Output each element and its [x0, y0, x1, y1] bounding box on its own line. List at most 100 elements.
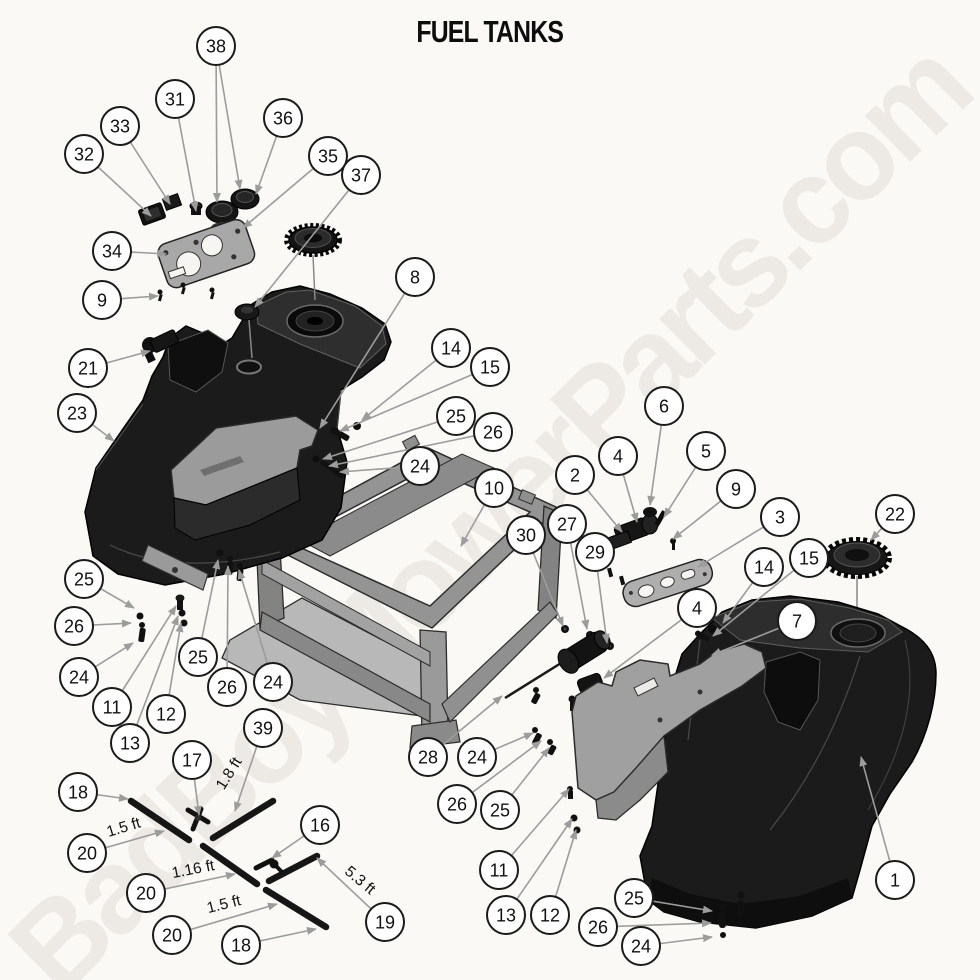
callout-9[interactable]: 9	[82, 280, 122, 320]
callout-13[interactable]: 13	[486, 895, 526, 935]
callout-12[interactable]: 12	[530, 895, 570, 935]
callout-20[interactable]: 20	[126, 873, 166, 913]
callout-18[interactable]: 18	[58, 772, 98, 812]
callout-10[interactable]: 10	[474, 468, 514, 508]
callout-11[interactable]: 11	[92, 687, 132, 727]
callout-circle[interactable]	[196, 26, 236, 66]
callout-circle[interactable]	[875, 494, 915, 534]
callout-3[interactable]: 3	[760, 497, 800, 537]
callout-circle[interactable]	[789, 538, 829, 578]
callout-14[interactable]: 14	[744, 547, 784, 587]
callout-circle[interactable]	[221, 925, 261, 965]
callout-33[interactable]: 33	[100, 106, 140, 146]
callout-11[interactable]: 11	[479, 850, 519, 890]
callout-circle[interactable]	[614, 878, 654, 918]
callout-25[interactable]: 25	[480, 790, 520, 830]
callout-26[interactable]: 26	[54, 606, 94, 646]
callout-circle[interactable]	[155, 79, 195, 119]
callout-36[interactable]: 36	[263, 98, 303, 138]
callout-20[interactable]: 20	[67, 833, 107, 873]
callout-30[interactable]: 30	[506, 515, 546, 555]
callout-circle[interactable]	[341, 155, 381, 195]
callout-4[interactable]: 4	[598, 436, 638, 476]
callout-circle[interactable]	[436, 396, 476, 436]
callout-1[interactable]: 1	[875, 860, 915, 900]
callout-circle[interactable]	[395, 257, 435, 297]
callout-24[interactable]: 24	[400, 446, 440, 486]
callout-26[interactable]: 26	[473, 412, 513, 452]
callout-15[interactable]: 15	[789, 538, 829, 578]
callout-circle[interactable]	[126, 873, 166, 913]
callout-circle[interactable]	[479, 850, 519, 890]
callout-circle[interactable]	[54, 606, 94, 646]
callout-circle[interactable]	[178, 637, 218, 677]
callout-34[interactable]: 34	[92, 231, 132, 271]
callout-19[interactable]: 19	[365, 902, 405, 942]
callout-25[interactable]: 25	[436, 396, 476, 436]
callout-18[interactable]: 18	[221, 925, 261, 965]
callout-37[interactable]: 37	[341, 155, 381, 195]
callout-circle[interactable]	[400, 446, 440, 486]
callout-circle[interactable]	[875, 860, 915, 900]
callout-20[interactable]: 20	[152, 915, 192, 955]
callout-circle[interactable]	[547, 504, 587, 544]
callout-circle[interactable]	[644, 386, 684, 426]
callout-circle[interactable]	[146, 694, 186, 734]
callout-circle[interactable]	[68, 348, 108, 388]
callout-circle[interactable]	[152, 915, 192, 955]
callout-circle[interactable]	[716, 469, 756, 509]
callout-32[interactable]: 32	[64, 134, 104, 174]
callout-circle[interactable]	[92, 687, 132, 727]
callout-21[interactable]: 21	[68, 348, 108, 388]
callout-circle[interactable]	[621, 926, 661, 966]
callout-circle[interactable]	[408, 737, 448, 777]
callout-circle[interactable]	[58, 772, 98, 812]
callout-29[interactable]: 29	[575, 532, 615, 572]
callout-26[interactable]: 26	[578, 907, 618, 947]
callout-25[interactable]: 25	[178, 637, 218, 677]
callout-25[interactable]: 25	[64, 559, 104, 599]
callout-circle[interactable]	[457, 737, 497, 777]
callout-28[interactable]: 28	[408, 737, 448, 777]
callout-23[interactable]: 23	[57, 393, 97, 433]
callout-circle[interactable]	[437, 784, 477, 824]
callout-2[interactable]: 2	[555, 455, 595, 495]
callout-24[interactable]: 24	[59, 657, 99, 697]
callout-35[interactable]: 35	[308, 136, 348, 176]
callout-circle[interactable]	[744, 547, 784, 587]
callout-circle[interactable]	[677, 588, 717, 628]
callout-circle[interactable]	[473, 412, 513, 452]
callout-circle[interactable]	[172, 740, 212, 780]
callout-circle[interactable]	[253, 662, 293, 702]
callout-circle[interactable]	[64, 559, 104, 599]
callout-circle[interactable]	[686, 431, 726, 471]
callout-circle[interactable]	[100, 106, 140, 146]
callout-circle[interactable]	[777, 601, 817, 641]
callout-circle[interactable]	[486, 895, 526, 935]
callout-26[interactable]: 26	[207, 667, 247, 707]
callout-31[interactable]: 31	[155, 79, 195, 119]
callout-circle[interactable]	[474, 468, 514, 508]
callout-5[interactable]: 5	[686, 431, 726, 471]
callout-24[interactable]: 24	[457, 737, 497, 777]
callout-8[interactable]: 8	[395, 257, 435, 297]
callout-circle[interactable]	[431, 328, 471, 368]
callout-12[interactable]: 12	[146, 694, 186, 734]
callout-circle[interactable]	[760, 497, 800, 537]
callout-24[interactable]: 24	[621, 926, 661, 966]
callout-circle[interactable]	[243, 708, 283, 748]
callout-circle[interactable]	[82, 280, 122, 320]
callout-27[interactable]: 27	[547, 504, 587, 544]
callout-24[interactable]: 24	[253, 662, 293, 702]
callout-circle[interactable]	[365, 902, 405, 942]
callout-15[interactable]: 15	[470, 347, 510, 387]
callout-circle[interactable]	[300, 805, 340, 845]
callout-25[interactable]: 25	[614, 878, 654, 918]
callout-circle[interactable]	[92, 231, 132, 271]
callout-7[interactable]: 7	[777, 601, 817, 641]
callout-26[interactable]: 26	[437, 784, 477, 824]
callout-6[interactable]: 6	[644, 386, 684, 426]
callout-circle[interactable]	[59, 657, 99, 697]
callout-circle[interactable]	[110, 723, 150, 763]
callout-39[interactable]: 39	[243, 708, 283, 748]
